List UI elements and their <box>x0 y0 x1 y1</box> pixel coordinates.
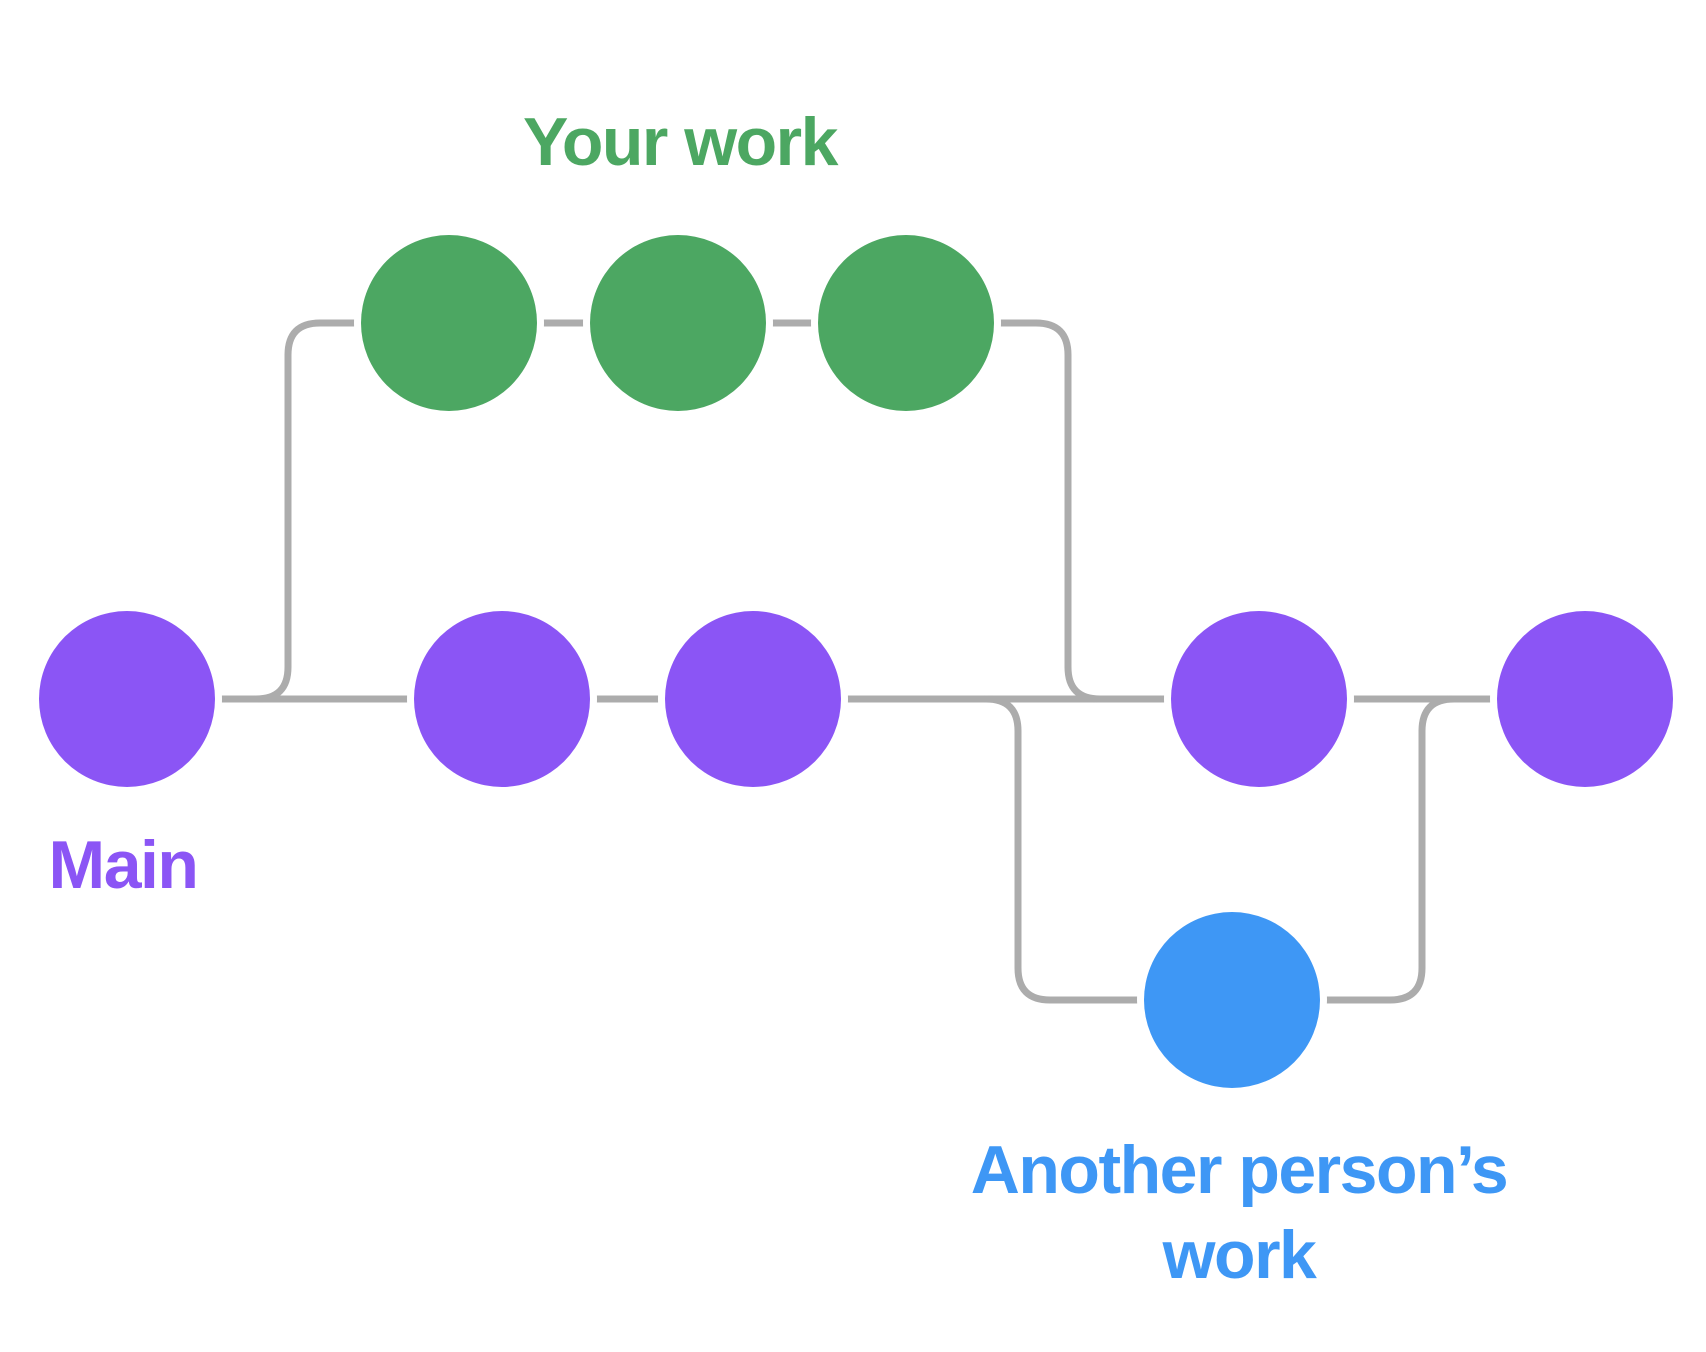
another-person-branch-line <box>982 695 1496 1004</box>
your-work-commits <box>361 235 994 411</box>
another-person-branch-label-line1: Another person’s <box>971 1132 1507 1208</box>
main-branch-label: Main <box>49 827 198 903</box>
another-person-commits <box>1144 912 1320 1088</box>
commit-node-your-work-1 <box>361 235 537 411</box>
commit-node-main-5 <box>1497 611 1673 787</box>
commit-node-main-4 <box>1171 611 1347 787</box>
your-work-branch-line <box>252 319 1164 703</box>
main-commits <box>39 611 1673 787</box>
commit-node-main-3 <box>665 611 841 787</box>
commit-node-main-1 <box>39 611 215 787</box>
commit-node-another-person-1 <box>1144 912 1320 1088</box>
your-work-branch-label: Your work <box>523 104 839 180</box>
another-person-branch-label-line2: work <box>1162 1217 1317 1293</box>
commit-node-your-work-2 <box>590 235 766 411</box>
commit-node-main-2 <box>414 611 590 787</box>
commit-node-your-work-3 <box>818 235 994 411</box>
